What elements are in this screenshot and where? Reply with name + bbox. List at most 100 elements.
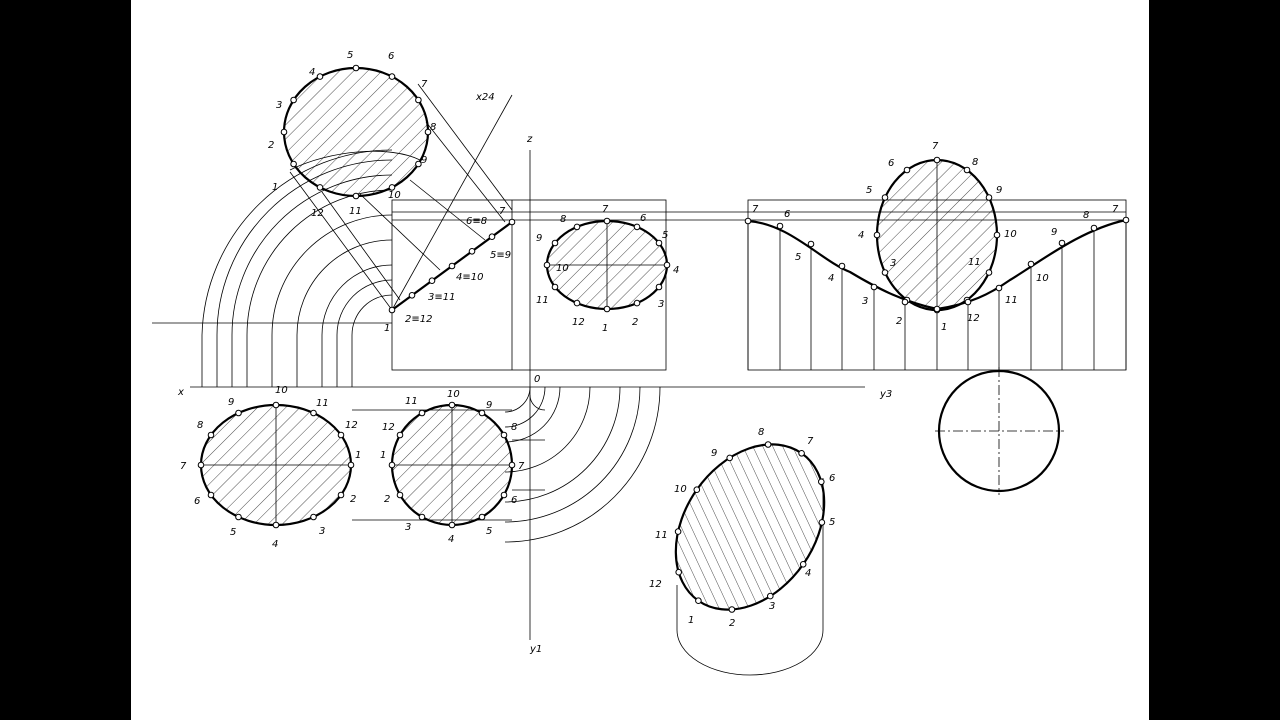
development-curve-point — [807, 240, 815, 248]
aux-ellipse-point — [424, 128, 432, 136]
label-left-4: 4 — [272, 539, 278, 550]
label-curve-8: 8 — [1083, 210, 1089, 221]
development-curve-point — [933, 305, 941, 313]
development-curve-point — [964, 298, 972, 306]
label-prof-7: 7 — [602, 204, 609, 215]
profile-ellipse-point — [633, 299, 641, 307]
profile-ellipse-point — [603, 217, 611, 225]
dev-ellipse-point — [881, 269, 889, 276]
iso-ellipse-point — [728, 606, 736, 613]
point-markers — [197, 64, 1130, 613]
front-line-point — [468, 248, 476, 255]
label-prof-4: 4 — [673, 265, 679, 276]
label-dev-7: 7 — [932, 141, 939, 152]
label-iso-9: 9 — [711, 448, 717, 459]
aux-ellipse-point — [316, 184, 324, 191]
label-top-10: 10 — [447, 389, 460, 400]
label-iso-5: 5 — [829, 517, 835, 528]
profile-ellipse-point — [543, 261, 551, 269]
profile-ellipse-point — [663, 261, 671, 269]
development-curve-point — [870, 283, 878, 291]
profile-ellipse-point — [633, 223, 641, 231]
left-ellipse-point — [337, 491, 345, 499]
label-top-4: 4 — [448, 534, 454, 545]
label-iso-1: 1 — [688, 615, 694, 626]
label-aux-10: 10 — [388, 190, 401, 201]
label-prof-12: 12 — [572, 317, 585, 328]
label-iso-8: 8 — [758, 427, 764, 438]
development-ellipse-view — [875, 158, 999, 312]
left-ellipse-point — [235, 409, 242, 417]
label-iso-7: 7 — [807, 436, 814, 447]
label-iso-12: 12 — [649, 579, 662, 590]
left-ellipse-point — [235, 513, 242, 521]
projection-frames — [391, 199, 1127, 371]
label-dev-11: 11 — [968, 257, 981, 268]
label-left-7: 7 — [180, 461, 187, 472]
label-aux-5: 5 — [347, 50, 353, 61]
iso-ellipse-point — [767, 592, 774, 600]
label-prof-5: 5 — [662, 230, 668, 241]
dev-ellipse-point — [963, 166, 971, 174]
left-section-view — [199, 403, 353, 527]
drawing-sheet: x z y1 y3 x24 0 — [131, 0, 1149, 720]
aux-ellipse-point — [352, 192, 360, 200]
top-ellipse-point — [418, 513, 426, 521]
label-dev-4: 4 — [858, 230, 864, 241]
label-top-12: 12 — [382, 422, 395, 433]
axis-y3-label: y3 — [879, 389, 892, 400]
label-aux-9: 9 — [421, 155, 427, 166]
label-curve-7a: 7 — [752, 204, 759, 215]
top-ellipse-point — [508, 461, 516, 469]
label-left-6: 6 — [194, 496, 200, 507]
label-dev-3: 3 — [890, 258, 896, 269]
iso-ellipse-point — [695, 597, 702, 605]
label-curve-3: 3 — [862, 296, 868, 307]
front-line-point — [488, 233, 496, 240]
dev-ellipse-point — [985, 194, 993, 201]
label-left-1: 1 — [355, 450, 361, 461]
iso-ellipse-point — [726, 454, 734, 462]
label-aux-8: 8 — [430, 122, 436, 133]
label-aux-6: 6 — [388, 51, 394, 62]
front-line-point — [388, 306, 396, 314]
front-line-point — [448, 262, 456, 270]
aux-ellipse-point — [415, 96, 422, 104]
left-ellipse-point — [272, 521, 280, 529]
label-curve-9: 9 — [1051, 227, 1057, 238]
top-ellipse-point — [396, 491, 404, 499]
label-iso-3: 3 — [769, 601, 775, 612]
point-labels: 1 2 3 4 5 6 7 8 9 10 11 12 1 2≡12 3≡11 4… — [180, 50, 1119, 629]
label-front-6: 6≡8 — [466, 216, 487, 227]
label-left-8: 8 — [197, 420, 203, 431]
axes-group: x z y1 y3 x24 0 — [152, 92, 892, 655]
label-top-7: 7 — [518, 461, 525, 472]
development-curve-point — [901, 298, 909, 306]
label-aux-11: 11 — [349, 206, 362, 217]
top-ellipse-point — [500, 491, 508, 499]
label-curve-6: 6 — [784, 209, 790, 220]
top-ellipse-point — [418, 409, 426, 417]
top-ellipse-point — [388, 461, 396, 469]
label-iso-10: 10 — [674, 484, 687, 495]
top-view-circle — [935, 367, 1064, 495]
top-ellipse-point — [448, 521, 456, 529]
label-aux-2: 2 — [268, 140, 274, 151]
development-curve-point — [838, 262, 846, 270]
label-curve-7b: 7 — [1112, 204, 1119, 215]
label-top-1: 1 — [380, 450, 386, 461]
development-curve-point — [1027, 260, 1035, 268]
label-iso-4: 4 — [805, 568, 811, 579]
label-top-3: 3 — [405, 522, 411, 533]
label-left-9: 9 — [228, 397, 234, 408]
dev-ellipse-point — [881, 194, 889, 201]
top-ellipse-point — [448, 401, 456, 409]
aux-ellipse-point — [316, 73, 324, 80]
label-top-9: 9 — [486, 400, 492, 411]
left-ellipse-point — [207, 431, 215, 439]
profile-ellipse-point — [551, 283, 559, 291]
label-prof-9: 9 — [536, 233, 542, 244]
dev-ellipse-point — [985, 269, 993, 276]
label-dev-6: 6 — [888, 158, 894, 169]
label-dev-10: 10 — [1004, 229, 1017, 240]
